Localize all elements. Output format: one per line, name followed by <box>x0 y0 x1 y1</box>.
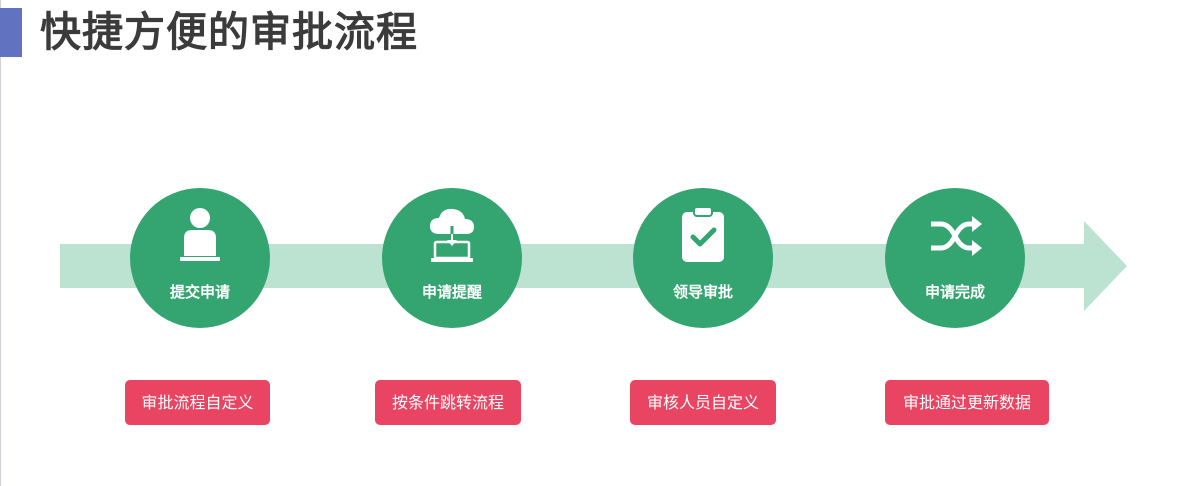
step-label: 申请完成 <box>924 283 985 301</box>
page-title: 快捷方便的审批流程 <box>40 8 418 56</box>
feature-custom-reviewers[interactable]: 审核人员自定义 <box>630 380 776 425</box>
step-label: 领导审批 <box>672 283 733 301</box>
feature-custom-approval-flow[interactable]: 审批流程自定义 <box>125 380 270 425</box>
feature-update-data-on-approval[interactable]: 审批通过更新数据 <box>885 380 1049 425</box>
step-submit-application: 提交申请 <box>130 188 270 328</box>
step-label: 申请提醒 <box>421 283 482 301</box>
feature-conditional-jump-flow[interactable]: 按条件跳转流程 <box>375 380 521 425</box>
step-application-complete: 申请完成 <box>885 188 1025 328</box>
left-edge-line <box>0 0 1 486</box>
step-label: 提交申请 <box>169 283 230 301</box>
user-at-laptop-icon <box>180 208 220 261</box>
arrow-head <box>1084 221 1127 311</box>
step-leader-approval: 领导审批 <box>633 188 773 328</box>
clipboard-check-icon <box>682 206 724 262</box>
step-application-reminder: 申请提醒 <box>382 188 522 328</box>
shuffle-arrows-icon <box>931 216 982 256</box>
cloud-download-icon <box>430 208 474 262</box>
title-accent-bar <box>0 8 22 57</box>
